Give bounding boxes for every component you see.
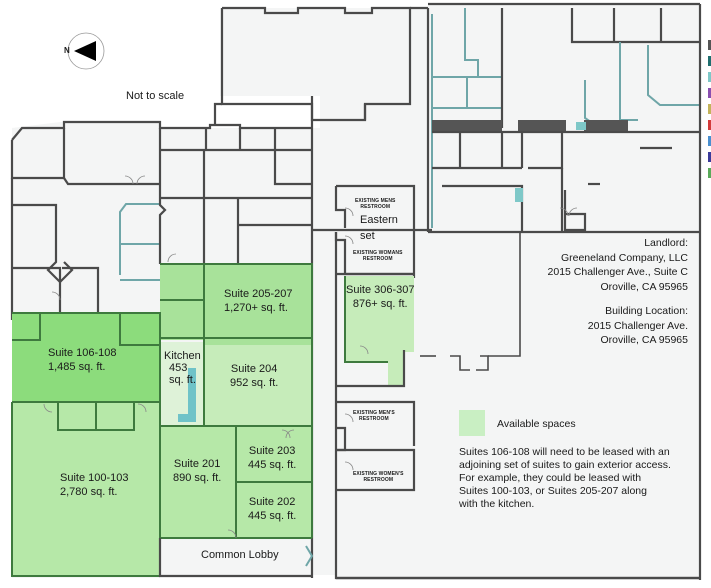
common-lobby-walls bbox=[158, 538, 314, 578]
compass-circle bbox=[67, 32, 105, 70]
suite-name: Suite 204 bbox=[230, 363, 278, 375]
note-line: with the kitchen. bbox=[459, 498, 535, 510]
note-line: Suites 106-108 will need to be leased wi… bbox=[459, 446, 670, 458]
eastern-set-label-line1: Eastern bbox=[360, 214, 398, 226]
suite-area: 2,780 sq. ft. bbox=[60, 486, 118, 498]
suite-name: Suite 202 bbox=[248, 496, 296, 508]
available-suite-walls bbox=[11, 263, 406, 577]
suite-area: 1,485 sq. ft. bbox=[48, 361, 106, 373]
suite-area: 445 sq. ft. bbox=[248, 459, 297, 471]
door-swings bbox=[43, 175, 578, 539]
kitchen-counter bbox=[188, 368, 196, 418]
suite-100-103-label[interactable]: Suite 100-103 2,780 sq. ft. bbox=[60, 471, 129, 499]
location-address-line2: Oroville, CA 95965 bbox=[600, 334, 688, 346]
suite-name: Suite 205-207 bbox=[224, 288, 293, 300]
common-lobby-label: Common Lobby bbox=[201, 549, 279, 561]
leasing-note: Suites 106-108 will need to be leased wi… bbox=[459, 446, 671, 511]
note-line: For example, they could be leased with bbox=[459, 472, 642, 484]
suite-204-area bbox=[204, 345, 312, 426]
suite-306-307-label[interactable]: Suite 306-307 876+ sq. ft. bbox=[346, 283, 415, 311]
suite-201-label[interactable]: Suite 201 890 sq. ft. bbox=[173, 457, 221, 485]
kitchen-name: Kitchen bbox=[164, 350, 201, 362]
available-spaces bbox=[12, 264, 414, 576]
suite-name: Suite 100-103 bbox=[60, 472, 129, 484]
suite-203-label[interactable]: Suite 203 445 sq. ft. bbox=[248, 444, 296, 472]
suite-area: 876+ sq. ft. bbox=[352, 298, 408, 310]
suite-name: Suite 203 bbox=[248, 445, 296, 457]
note-line: adjoining set of suites to gain exterior… bbox=[459, 459, 671, 471]
eastern-set-label-line2: set bbox=[360, 230, 375, 242]
available-spaces-swatch bbox=[459, 410, 485, 436]
suite-205-207-label[interactable]: Suite 205-207 1,270+ sq. ft. bbox=[224, 287, 293, 315]
suite-106-108-label[interactable]: Suite 106-108 1,485 sq. ft. bbox=[48, 346, 117, 374]
existing-mens-restroom-label-bottom: EXISTING MEN'S RESTROOM bbox=[353, 410, 395, 422]
northeast-offices-walls bbox=[428, 2, 702, 580]
landlord-address-line1: 2015 Challenger Ave., Suite C bbox=[547, 266, 688, 278]
location-address-line1: 2015 Challenger Ave. bbox=[587, 319, 688, 332]
kitchen-label[interactable]: Kitchen 453 sq. ft. bbox=[164, 350, 201, 386]
suite-area: 1,270+ sq. ft. bbox=[224, 302, 288, 314]
building-location-info: Building Location: 2015 Challenger Ave. … bbox=[588, 304, 688, 348]
suite-204-label[interactable]: Suite 204 952 sq. ft. bbox=[230, 362, 278, 390]
restroom-walls bbox=[312, 184, 432, 278]
scale-note: Not to scale bbox=[126, 90, 185, 102]
compass-north-label: N bbox=[64, 46, 70, 55]
note-line: Suites 100-103, or Suites 205-207 along bbox=[459, 485, 647, 497]
thick-wall bbox=[432, 120, 502, 132]
suite-name: Suite 306-307 bbox=[346, 284, 415, 296]
suite-100-103-area bbox=[12, 402, 160, 576]
suite-name: Suite 106-108 bbox=[48, 347, 117, 359]
suite-202-label[interactable]: Suite 202 445 sq. ft. bbox=[248, 495, 296, 523]
suite-area: 445 sq. ft. bbox=[248, 510, 297, 522]
kitchen-area-unit: sq. ft. bbox=[169, 374, 196, 386]
existing-mens-restroom-label-top: EXISTING MENS RESTROOM bbox=[355, 198, 396, 210]
suite-area: 890 sq. ft. bbox=[173, 472, 222, 484]
suite-name: Suite 201 bbox=[173, 458, 221, 470]
landlord-name: Greeneland Company, LLC bbox=[560, 251, 688, 264]
available-spaces-legend-label: Available spaces bbox=[497, 418, 576, 430]
location-heading: Building Location: bbox=[605, 305, 688, 317]
kitchen-area-number: 453 bbox=[169, 362, 188, 374]
north-arrow-icon bbox=[74, 41, 96, 61]
landlord-heading: Landlord: bbox=[644, 237, 688, 249]
suite-306-307-area bbox=[336, 276, 414, 386]
existing-womens-restroom-label-top: EXISTING WOMANS RESTROOM bbox=[353, 250, 403, 262]
landlord-address-line2: Oroville, CA 95965 bbox=[600, 280, 688, 293]
wall-type-legend bbox=[708, 40, 711, 178]
existing-womens-restroom-label-bottom: EXISTING WOMEN'S RESTROOM bbox=[353, 471, 404, 483]
suite-area: 952 sq. ft. bbox=[230, 377, 279, 389]
compass bbox=[67, 32, 105, 70]
landlord-info: Landlord: Greeneland Company, LLC 2015 C… bbox=[548, 236, 688, 294]
thick-wall bbox=[584, 120, 628, 132]
thick-wall bbox=[518, 120, 566, 132]
suite-106-108-area bbox=[12, 313, 160, 402]
suite-205-207-area bbox=[160, 264, 312, 345]
